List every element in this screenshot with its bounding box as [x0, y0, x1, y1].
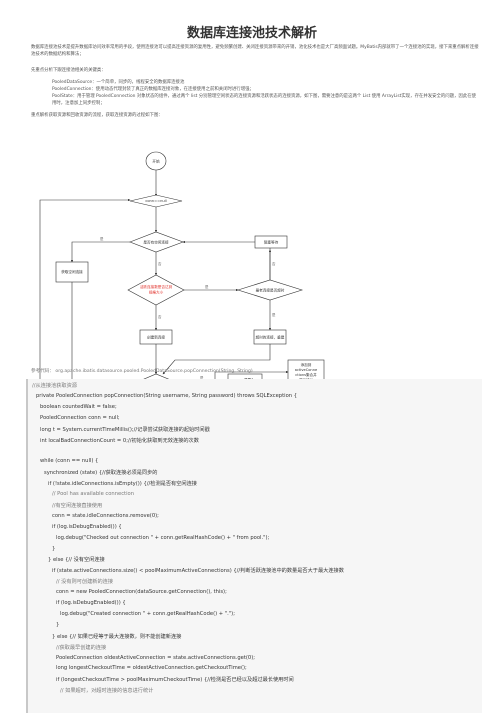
code-line: if (!state.idleConnections.isEmpty()) {/…: [48, 481, 197, 488]
process-create-new: [139, 329, 173, 345]
decision-max-active: [127, 274, 185, 306]
code-line: synchronized (state) {//获取连接必须是同步的: [44, 470, 158, 477]
code-line: long longestCheckoutTime = oldestActiveC…: [56, 665, 247, 672]
code-line: } else {// 如果已经等于最大连接数，则不能创建新连接: [52, 633, 182, 640]
edge-label-no-2: 否: [158, 315, 162, 319]
code-line: long t = System.currentTimeMillis();//记录…: [40, 426, 210, 433]
code-line: conn = state.idleConnections.remove(0);: [52, 512, 159, 519]
code-line: conn = new PooledConnection(dataSource.g…: [56, 589, 227, 596]
conn-null-label: conn==null: [145, 199, 166, 203]
max-active-label-1: 活跃连接数是否达到: [140, 284, 173, 289]
code-line: // 如果超时，对超时连接的信息进行统计: [60, 688, 154, 695]
code-line: // 没有则可创建新的连接: [56, 579, 114, 586]
add-list-label-2: activeConne: [295, 368, 318, 372]
code-line: if (longestCheckoutTime > poolMaximumChe…: [56, 677, 294, 684]
analysis-intro: 先重点分析下跟连接池相关的关键类：: [31, 68, 106, 73]
add-list-label-1: 添加到: [301, 362, 312, 367]
edge-label-yes-3: 是: [272, 312, 276, 317]
get-conn-label: 获取空闲连接: [61, 269, 83, 274]
edge-label-yes-1: 是: [100, 236, 104, 241]
process-get-conn: [55, 261, 89, 283]
class-item-pooled-datasource: PooledDataSource：一个简单，同步的，线程安全的数据库连接池: [52, 80, 185, 85]
code-line: } else {// 没有空闲连接: [48, 557, 105, 564]
page-title: 数据库连接池技术解析: [186, 26, 317, 41]
code-line: PooledConnection oldestActiveConnection …: [56, 654, 255, 661]
reference-line: 参考代码： org.apache.ibatis.datasource.poole…: [31, 369, 253, 374]
max-active-label-2: 规格大小: [149, 290, 164, 295]
oldest-timeout-label: 最老连接是否超时: [256, 288, 285, 293]
class-item-pool-state: PoolState：用于管理 PooledConnection 对象状态的组件，…: [52, 94, 477, 106]
decision-has-idle: [129, 231, 184, 253]
decision-oldest-timeout: [236, 279, 304, 301]
intro-paragraph: 数据库连接池技术是提升数据库访问效率常用的手段，使用连接池可以提高连接资源的复用…: [31, 45, 479, 58]
decision-conn-null: [129, 194, 183, 208]
wait-label: 阻塞等待: [264, 240, 279, 245]
code-line: //获取最早创建的连接: [56, 644, 107, 651]
edge-label-no-3: 否: [272, 262, 276, 266]
process-wait: [254, 235, 288, 249]
process-rebuild: [253, 329, 287, 345]
code-line: while (conn == null) {: [40, 458, 99, 465]
code-line: }: [56, 621, 60, 628]
code-block: //从连接池获取资源 private PooledConnection popCo…: [26, 379, 482, 713]
rebuild-label: 超时的连接，重建: [256, 335, 285, 340]
code-line: // Pool has available connection: [52, 491, 134, 497]
start-label: 开始: [152, 159, 160, 164]
edge-label-yes-4: 是: [200, 375, 204, 380]
code-line: if (state.activeConnections.size() < poo…: [52, 568, 344, 575]
flow-intro: 重点解析获取资源和回收资源的流程，获取连接资源的过程如下图：: [31, 113, 163, 118]
has-idle-label: 是否有空闲连接: [143, 240, 169, 245]
code-line: //从连接池获取资源: [32, 383, 77, 389]
add-list-label-3: ctions集合并: [295, 372, 317, 377]
edge-label-yes-2: 是: [205, 284, 209, 289]
code-line: boolean countedWait = false;: [40, 403, 117, 410]
code-line: log.debug("Checked out connection " + co…: [56, 534, 270, 541]
code-line: PooledConnection conn = null;: [40, 414, 120, 421]
class-item-pooled-connection: PooledConnection：使用动态代理封装了真正的数据库连接对象，在连接…: [52, 87, 254, 92]
code-line: if (log.isDebugEnabled()) {: [56, 600, 126, 606]
code-line: //有空闲连接直接使用: [52, 502, 103, 509]
code-line: }: [52, 545, 56, 552]
code-line: private PooledConnection popConnection(S…: [36, 392, 297, 399]
create-new-label: 创建新连接: [147, 335, 165, 340]
code-line: int localBadConnectionCount = 0;//初始化获取到…: [40, 437, 199, 444]
code-line: if (log.isDebugEnabled()) {: [52, 523, 122, 530]
edge-label-no-1: 否: [158, 262, 162, 266]
code-line: log.debug("Created connection " + conn.g…: [60, 610, 235, 617]
start-node: [145, 151, 167, 171]
